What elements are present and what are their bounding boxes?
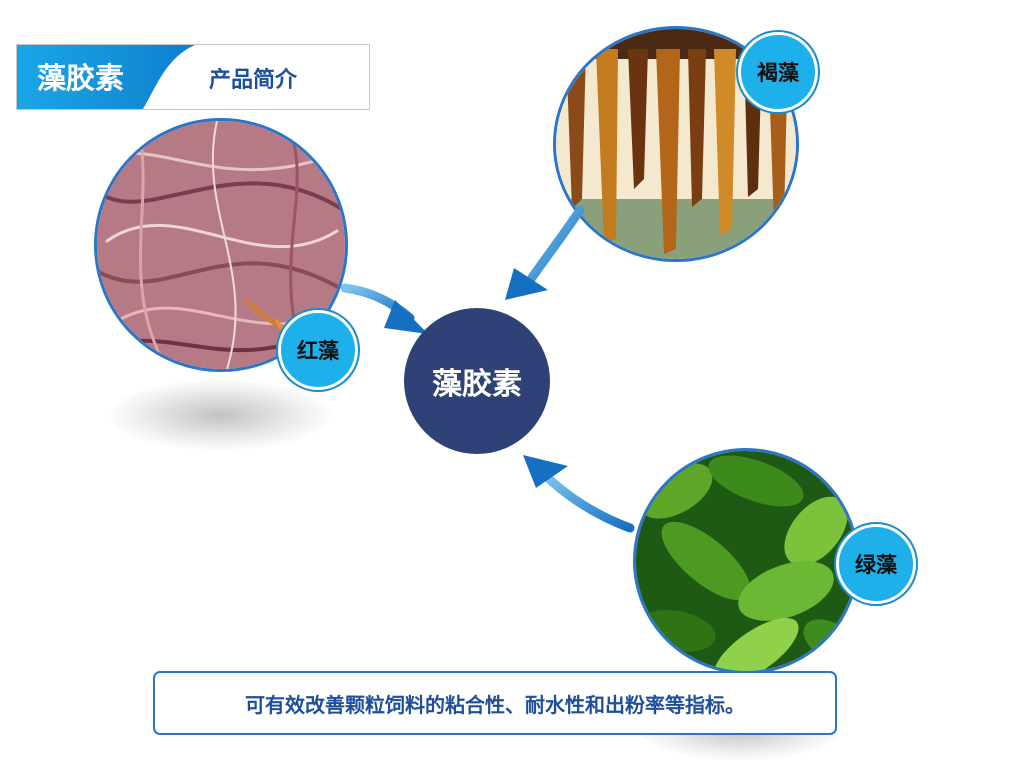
page-title: 藻胶素: [37, 61, 125, 95]
summary-note: 可有效改善颗粒饲料的粘合性、耐水性和出粉率等指标。: [153, 671, 837, 735]
center-node: 藻胶素: [404, 308, 550, 454]
red-photo-shadow: [110, 380, 330, 450]
brown-algae-label: 褐藻: [738, 32, 818, 112]
title-banner: 藻胶素 产品简介: [16, 44, 370, 110]
red-algae-label: 红藻: [278, 310, 358, 390]
arrow-green-to-center: [523, 455, 635, 533]
page-subtitle: 产品简介: [209, 68, 298, 93]
banner-shape: [17, 45, 195, 109]
green-algae-label: 绿藻: [836, 524, 916, 604]
arrow-brown-to-center: [505, 205, 585, 300]
arrow-red-to-center: [340, 283, 428, 334]
